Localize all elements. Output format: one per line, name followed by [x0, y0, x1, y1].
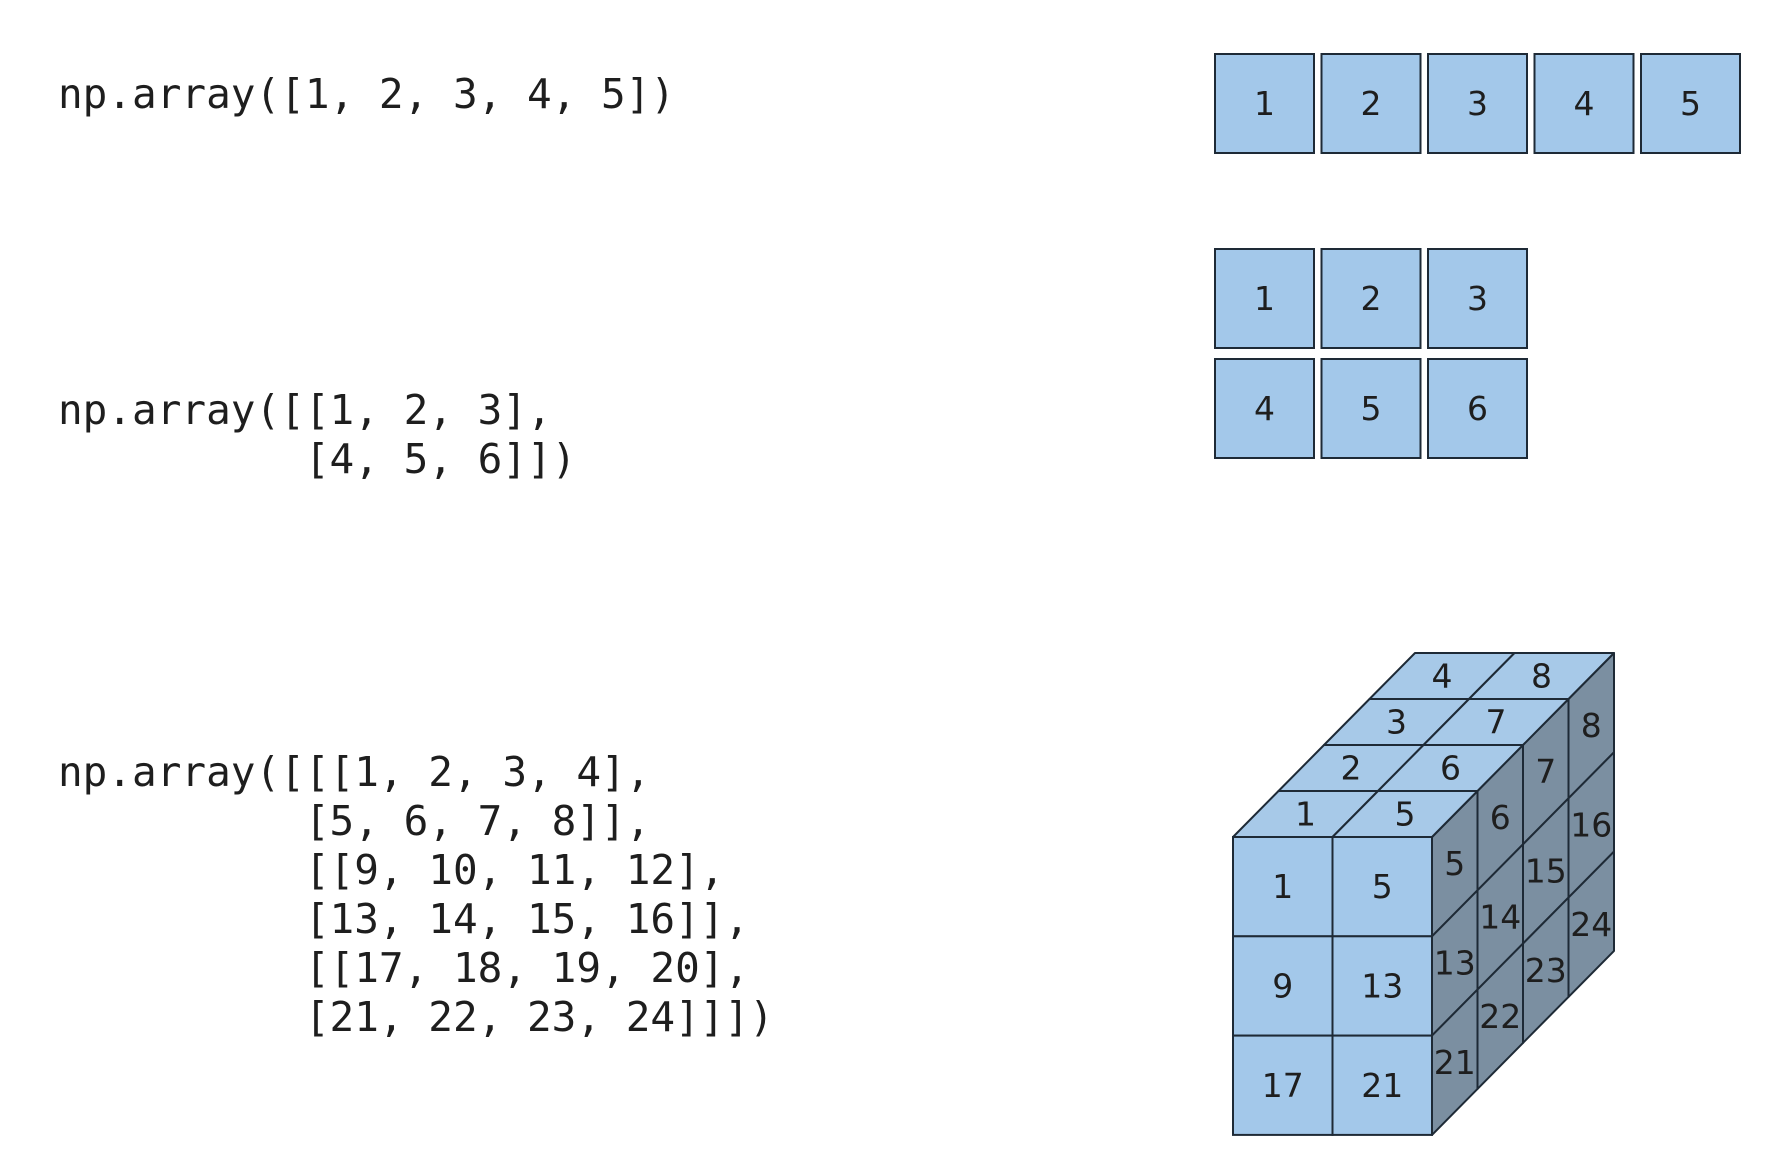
cell-value: 5 [1395, 795, 1416, 834]
array-2d-cell [1214, 248, 1315, 349]
array-2d-cell [1320, 358, 1422, 459]
code-line: [4, 5, 6]]) [58, 435, 577, 483]
cell-value: 15 [1525, 851, 1567, 890]
cell-value: 5 [1444, 844, 1465, 883]
array-3d-front-cell [1232, 1034, 1334, 1136]
cell-value: 5 [1361, 389, 1382, 428]
cell-value: 4 [1432, 657, 1453, 696]
array-3d-front-cell [1331, 836, 1433, 938]
code-line: [21, 22, 23, 24]]]) [58, 993, 774, 1041]
cell-value: 3 [1467, 84, 1488, 123]
cell-value: 6 [1440, 749, 1461, 788]
cell-value: 21 [1434, 1043, 1476, 1082]
cell-value: 3 [1386, 703, 1407, 742]
code-line: [5, 6, 7, 8]], [58, 797, 651, 845]
array-3d-front-cell [1331, 1034, 1433, 1136]
cell-value: 5 [1680, 84, 1701, 123]
cell-value: 6 [1467, 389, 1488, 428]
array-2d-cell [1320, 248, 1422, 349]
cell-value: 8 [1531, 657, 1552, 696]
code-1d-array: np.array([1, 2, 3, 4, 5]) [58, 70, 675, 119]
code-2d-array: np.array([[1, 2, 3], [4, 5, 6]]) [58, 386, 576, 484]
array-2d-cell [1214, 358, 1315, 459]
code-line: [13, 14, 15, 16]], [58, 895, 750, 943]
code-line: np.array([[1, 2, 3], [58, 386, 552, 434]
cell-value: 21 [1361, 1066, 1403, 1105]
array-2d-cell [1427, 248, 1528, 349]
cell-value: 14 [1479, 897, 1521, 936]
array-3d-front-cell [1232, 836, 1334, 938]
code-line: [[17, 18, 19, 20], [58, 944, 750, 992]
array-1d-cell [1214, 53, 1315, 154]
cell-value: 2 [1341, 749, 1362, 788]
code-line: np.array([[[1, 2, 3, 4], [58, 748, 651, 796]
array-1d-cell [1640, 53, 1741, 154]
array-1d-cell [1320, 53, 1422, 154]
cell-value: 2 [1361, 279, 1382, 318]
code-line: np.array([1, 2, 3, 4, 5]) [58, 70, 676, 118]
cell-value: 1 [1272, 867, 1293, 906]
cell-value: 16 [1570, 805, 1612, 844]
cell-value: 1 [1254, 279, 1275, 318]
cell-value: 1 [1295, 795, 1316, 834]
array-2d-diagram: 1 2 3 4 5 6 [1214, 248, 1528, 459]
array-2d-cell [1427, 358, 1528, 459]
cell-value: 5 [1372, 867, 1393, 906]
cell-value: 22 [1479, 997, 1521, 1036]
cell-value: 4 [1254, 389, 1275, 428]
cell-value: 8 [1581, 706, 1602, 745]
cell-value: 7 [1486, 703, 1507, 742]
cell-value: 24 [1570, 905, 1612, 944]
cell-value: 23 [1525, 951, 1567, 990]
cell-value: 9 [1272, 966, 1293, 1005]
cell-value: 13 [1361, 966, 1403, 1005]
array-3d-front-cell [1331, 935, 1433, 1037]
array-1d-diagram: 1 2 3 4 5 [1214, 53, 1741, 154]
cell-value: 4 [1574, 84, 1595, 123]
array-1d-cell [1427, 53, 1528, 154]
cell-value: 17 [1262, 1066, 1304, 1105]
array-1d-cell [1533, 53, 1635, 154]
array-3d-front-cell [1232, 935, 1334, 1037]
code-3d-array: np.array([[[1, 2, 3, 4], [5, 6, 7, 8]], … [58, 748, 774, 1042]
cell-value: 7 [1535, 752, 1556, 791]
cell-value: 3 [1467, 279, 1488, 318]
cell-value: 2 [1361, 84, 1382, 123]
cell-value: 6 [1490, 798, 1511, 837]
cell-value: 13 [1434, 943, 1476, 982]
code-line: [[9, 10, 11, 12], [58, 846, 725, 894]
cell-value: 1 [1254, 84, 1275, 123]
